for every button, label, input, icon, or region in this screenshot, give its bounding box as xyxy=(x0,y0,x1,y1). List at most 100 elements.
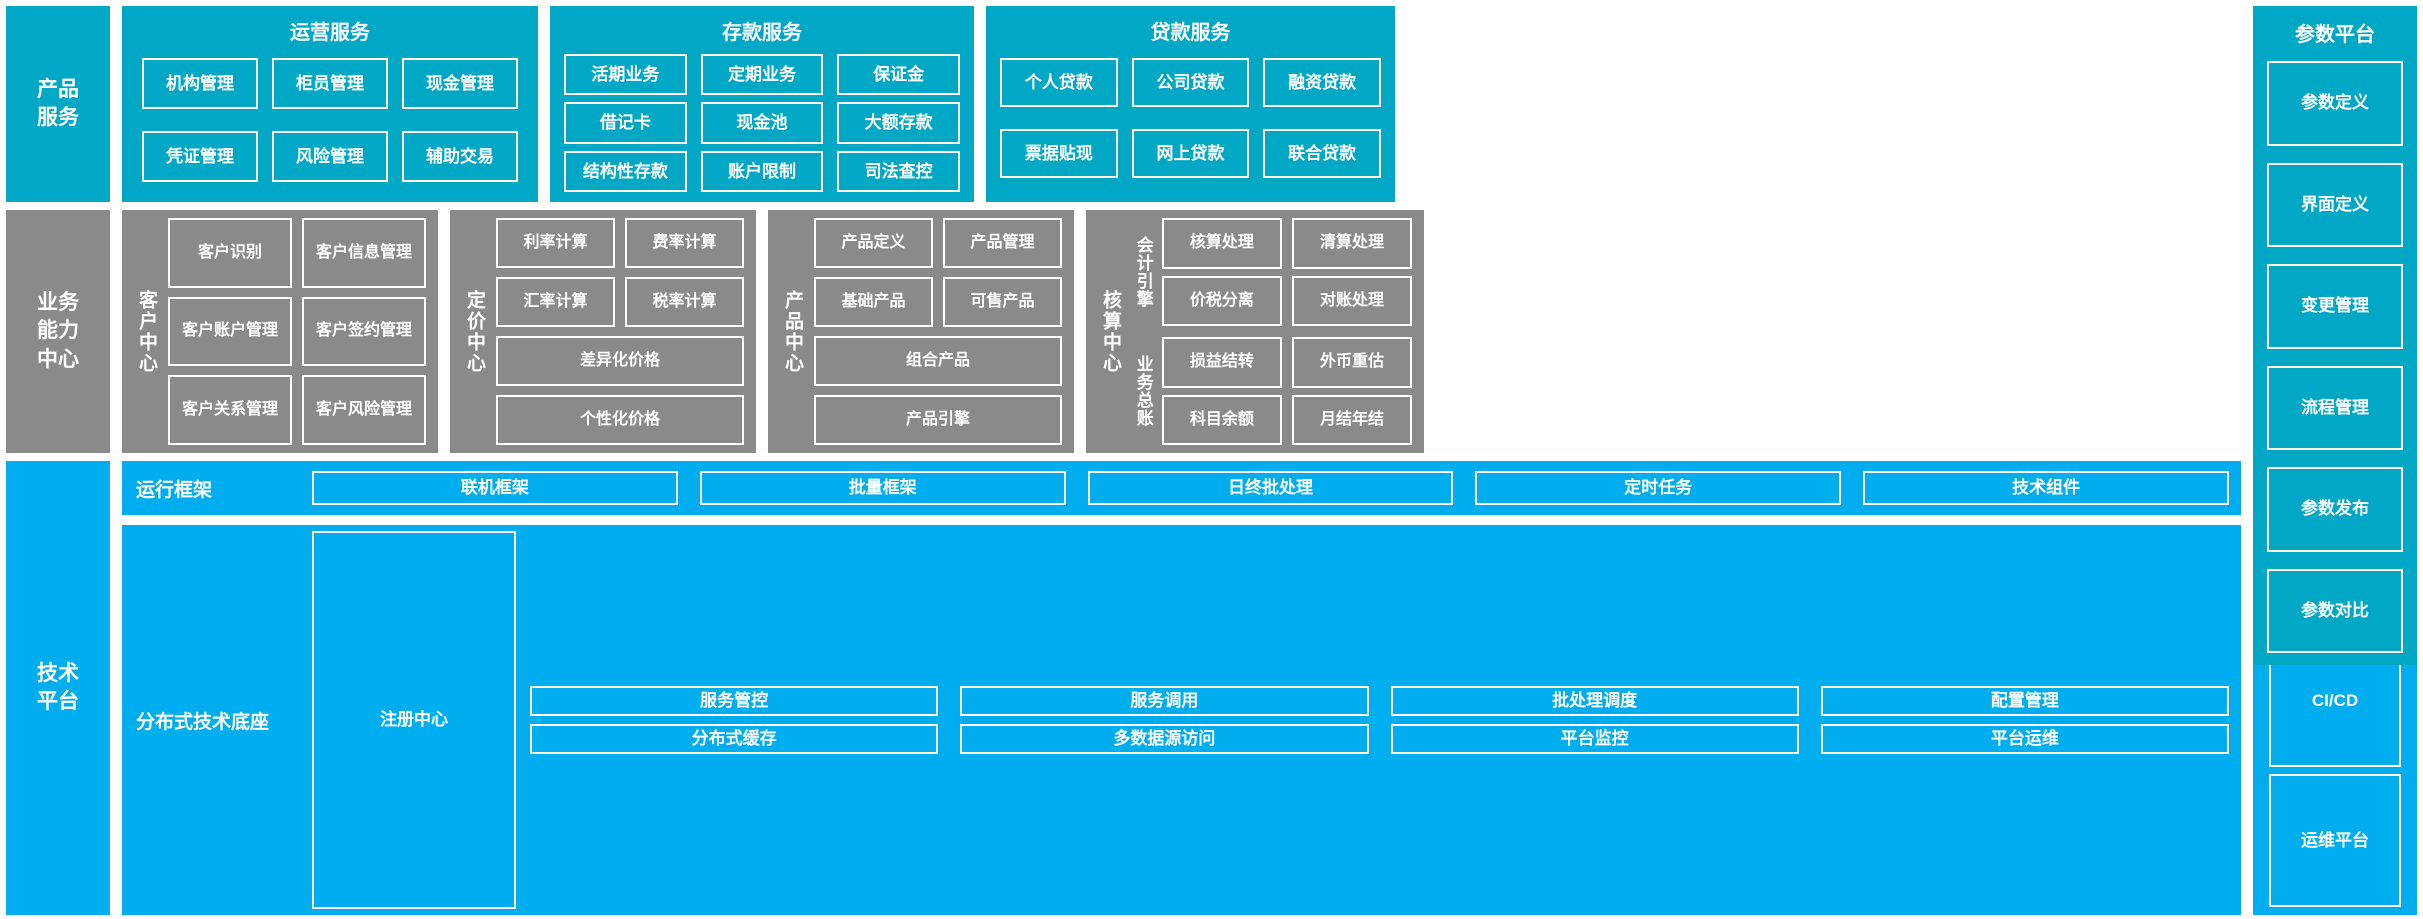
subgroup-label-accounting-engine: 会计引擎 xyxy=(1133,236,1153,308)
center-label-product: 产品中心 xyxy=(781,289,803,374)
center-row: 损益结转 外币重估 xyxy=(1161,337,1412,388)
tile-debit-card[interactable]: 借记卡 xyxy=(564,102,687,144)
tile-multi-datasource-access[interactable]: 多数据源访问 xyxy=(960,724,1369,754)
tile-auxiliary-transaction[interactable]: 辅助交易 xyxy=(402,131,518,182)
tile-tax-rate-calculation[interactable]: 税率计算 xyxy=(624,277,744,327)
tile-change-management[interactable]: 变更管理 xyxy=(2267,264,2403,349)
band-business-capability: 业务 能力 中心 客户中心 客户识别 客户信息管理 客户账户管理 客户签约管理 … xyxy=(6,210,2417,453)
band-label-text: 产品 服务 xyxy=(37,77,79,129)
subgroup-business-ledger: 业务总账 损益结转 外币重估 科目余额 月结年结 xyxy=(1132,337,1412,445)
tile-personal-loan[interactable]: 个人贷款 xyxy=(1000,58,1118,107)
group-row: 个人贷款 公司贷款 融资贷款 xyxy=(1000,58,1382,107)
tile-corporate-loan[interactable]: 公司贷款 xyxy=(1131,58,1250,107)
tile-customer-risk-management[interactable]: 客户风险管理 xyxy=(301,375,426,446)
band-technology-platform: 技术 平台 运行框架 联机框架 批量框架 日终批处理 定时任务 技术组件 分布式… xyxy=(6,461,2417,915)
center-row: 产品定义 产品管理 xyxy=(813,218,1062,268)
tile-reconciliation-processing[interactable]: 对账处理 xyxy=(1291,275,1412,326)
tile-personalized-price[interactable]: 个性化价格 xyxy=(495,395,744,445)
tile-financing-loan[interactable]: 融资贷款 xyxy=(1263,58,1382,107)
tile-interface-definition[interactable]: 界面定义 xyxy=(2267,162,2403,247)
center-pricing: 定价中心 利率计算 费率计算 汇率计算 税率计算 差异化价格 个性化价格 xyxy=(450,210,756,453)
tile-syndicated-loan[interactable]: 联合贷款 xyxy=(1263,129,1382,178)
band-label-text: 业务 能力 中心 xyxy=(37,290,79,371)
tile-margin-deposit[interactable]: 保证金 xyxy=(837,54,961,96)
strip-distributed-base: 分布式技术底座 注册中心 服务管控 分布式缓存 服务调用 多数据源访问 批处理调… xyxy=(122,525,2241,915)
tile-customer-contract-management[interactable]: 客户签约管理 xyxy=(301,296,426,367)
tile-batch-scheduling[interactable]: 批处理调度 xyxy=(1390,686,1799,716)
tile-fee-rate-calculation[interactable]: 费率计算 xyxy=(624,218,744,268)
tile-time-deposit[interactable]: 定期业务 xyxy=(700,54,824,96)
tile-online-framework[interactable]: 联机框架 xyxy=(312,471,678,505)
group-row: 活期业务 定期业务 保证金 xyxy=(564,54,961,96)
tile-platform-monitoring[interactable]: 平台监控 xyxy=(1390,724,1799,754)
tile-batch-framework[interactable]: 批量框架 xyxy=(699,471,1066,505)
center-row: 组合产品 xyxy=(813,336,1062,386)
tile-cash-management[interactable]: 现金管理 xyxy=(402,58,518,109)
tile-end-of-day-batch[interactable]: 日终批处理 xyxy=(1087,471,1454,505)
tile-risk-management[interactable]: 风险管理 xyxy=(272,131,388,182)
tile-process-management[interactable]: 流程管理 xyxy=(2267,365,2403,450)
tile-customer-relationship-management[interactable]: 客户关系管理 xyxy=(167,375,292,446)
tile-month-year-end-closing[interactable]: 月结年结 xyxy=(1291,394,1412,445)
tile-technical-component[interactable]: 技术组件 xyxy=(1863,471,2229,505)
tile-customer-account-management[interactable]: 客户账户管理 xyxy=(167,296,292,367)
tile-configuration-management[interactable]: 配置管理 xyxy=(1820,686,2229,716)
tile-customer-info-management[interactable]: 客户信息管理 xyxy=(301,218,426,288)
tile-basic-product[interactable]: 基础产品 xyxy=(813,277,933,327)
tile-bill-discount[interactable]: 票据贴现 xyxy=(1000,129,1118,178)
tile-service-invocation[interactable]: 服务调用 xyxy=(960,686,1369,716)
tile-profit-loss-carryover[interactable]: 损益结转 xyxy=(1161,337,1282,388)
tile-sellable-product[interactable]: 可售产品 xyxy=(942,277,1062,327)
strip-runtime-framework: 运行框架 联机框架 批量框架 日终批处理 定时任务 技术组件 xyxy=(122,461,2241,515)
group-title-loan: 贷款服务 xyxy=(1150,22,1231,44)
tile-registry-center[interactable]: 注册中心 xyxy=(312,531,516,909)
group-operations-services: 运营服务 机构管理 柜员管理 现金管理 凭证管理 风险管理 辅助交易 xyxy=(122,6,538,202)
center-product: 产品中心 产品定义 产品管理 基础产品 可售产品 组合产品 产品引擎 xyxy=(768,210,1074,453)
tile-parameter-comparison[interactable]: 参数对比 xyxy=(2267,568,2403,653)
tile-exchange-rate-calculation[interactable]: 汇率计算 xyxy=(495,277,615,327)
tile-interest-rate-calculation[interactable]: 利率计算 xyxy=(495,218,615,268)
tile-distributed-cache[interactable]: 分布式缓存 xyxy=(530,724,939,754)
group-title-deposit: 存款服务 xyxy=(722,22,802,44)
tile-scheduled-task[interactable]: 定时任务 xyxy=(1475,471,1842,505)
tile-product-engine[interactable]: 产品引擎 xyxy=(813,395,1062,445)
tile-bundled-product[interactable]: 组合产品 xyxy=(813,336,1062,386)
tile-parameter-definition[interactable]: 参数定义 xyxy=(2267,61,2403,146)
tile-org-management[interactable]: 机构管理 xyxy=(142,58,258,109)
tile-ops-platform[interactable]: 运维平台 xyxy=(2269,774,2401,908)
subgroup-label-business-ledger: 业务总账 xyxy=(1133,355,1153,427)
tile-cash-pool[interactable]: 现金池 xyxy=(700,102,824,144)
tile-voucher-management[interactable]: 凭证管理 xyxy=(142,131,258,182)
tile-settlement-processing[interactable]: 清算处理 xyxy=(1291,218,1412,269)
center-row: 基础产品 可售产品 xyxy=(813,277,1062,327)
tile-judicial-control[interactable]: 司法查控 xyxy=(837,150,961,192)
tile-teller-management[interactable]: 柜员管理 xyxy=(272,58,388,109)
group-deposit-services: 存款服务 活期业务 定期业务 保证金 借记卡 现金池 大额存款 结构性存款 账户… xyxy=(550,6,974,202)
center-label-accounting: 核算中心 xyxy=(1099,289,1121,374)
tile-structured-deposit[interactable]: 结构性存款 xyxy=(564,150,687,192)
tile-account-balance[interactable]: 科目余额 xyxy=(1161,394,1282,445)
tile-product-management[interactable]: 产品管理 xyxy=(942,218,1062,268)
tile-large-deposit[interactable]: 大额存款 xyxy=(837,102,961,144)
center-label-customer: 客户中心 xyxy=(135,289,157,374)
tile-online-loan[interactable]: 网上贷款 xyxy=(1131,129,1250,178)
subgroup-accounting-engine: 会计引擎 核算处理 清算处理 价税分离 对账处理 xyxy=(1132,218,1412,326)
band-product-services: 产品 服务 运营服务 机构管理 柜员管理 现金管理 凭证管理 风险管理 辅助交易… xyxy=(6,6,2417,202)
tile-account-restriction[interactable]: 账户限制 xyxy=(700,150,824,192)
group-loan-services: 贷款服务 个人贷款 公司贷款 融资贷款 票据贴现 网上贷款 联合贷款 xyxy=(986,6,1395,202)
base-column: 批处理调度 平台监控 xyxy=(1390,686,1799,754)
tile-differentiated-price[interactable]: 差异化价格 xyxy=(495,336,744,386)
center-row: 核算处理 清算处理 xyxy=(1161,218,1412,269)
tile-accounting-processing[interactable]: 核算处理 xyxy=(1161,218,1282,269)
band-label-text: 技术 平台 xyxy=(37,661,79,713)
center-row: 客户识别 客户信息管理 xyxy=(167,218,426,288)
tile-foreign-currency-revaluation[interactable]: 外币重估 xyxy=(1291,337,1412,388)
tile-demand-deposit[interactable]: 活期业务 xyxy=(564,54,687,96)
tile-parameter-release[interactable]: 参数发布 xyxy=(2267,467,2403,552)
tile-customer-identification[interactable]: 客户识别 xyxy=(167,218,292,288)
tile-platform-operations[interactable]: 平台运维 xyxy=(1820,724,2229,754)
tile-product-definition[interactable]: 产品定义 xyxy=(813,218,933,268)
tile-price-tax-separation[interactable]: 价税分离 xyxy=(1161,275,1282,326)
tile-service-governance[interactable]: 服务管控 xyxy=(530,686,939,716)
